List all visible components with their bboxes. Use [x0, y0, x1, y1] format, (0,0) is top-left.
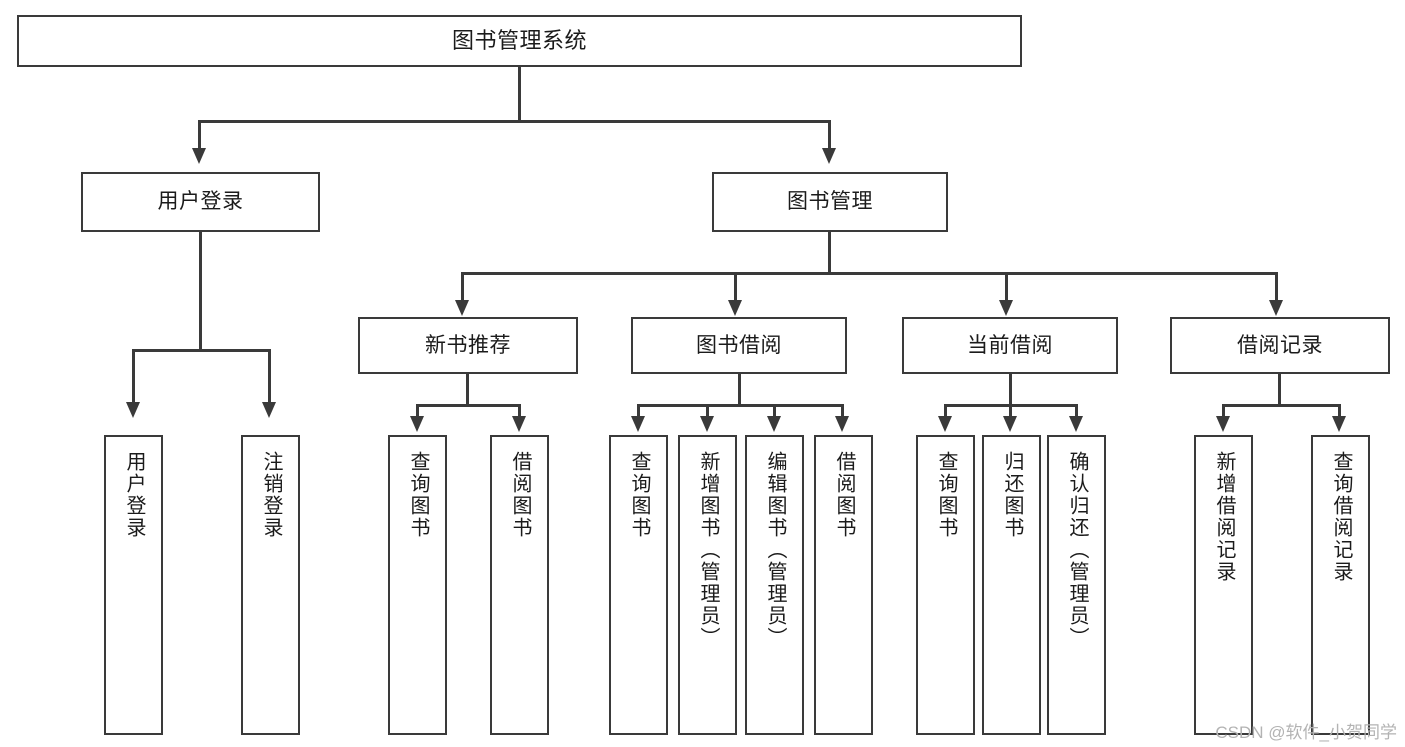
- leaf-borrow-book-new-recommend[interactable]: 借阅图书: [490, 435, 549, 735]
- node-borrow-record[interactable]: 借阅记录: [1170, 317, 1390, 374]
- arrow-to-leaf-return-book: [1003, 416, 1017, 432]
- arrow-to-leaf-query-book-cb: [938, 416, 952, 432]
- arrow-to-leaf-borrow-book-bb: [835, 416, 849, 432]
- arrow-to-current-borrow: [999, 300, 1013, 316]
- connector-book-borrow-stem: [738, 374, 741, 407]
- leaf-query-borrow-record[interactable]: 查询借阅记录: [1311, 435, 1370, 735]
- connector-book-manage-bus: [461, 272, 1278, 275]
- node-user-login[interactable]: 用户登录: [81, 172, 320, 232]
- connector-book-borrow-drop-2: [706, 404, 709, 418]
- connector-borrow-record-drop-2: [1338, 404, 1341, 418]
- connector-book-borrow-drop-4: [841, 404, 844, 418]
- connector-current-borrow-drop-3: [1075, 404, 1078, 418]
- connector-book-borrow-drop-1: [637, 404, 640, 418]
- leaf-borrow-book[interactable]: 借阅图书: [814, 435, 873, 735]
- arrow-to-leaf-edit-book: [767, 416, 781, 432]
- connector-new-book-bus: [416, 404, 521, 407]
- arrow-to-leaf-borrow-book-nb: [512, 416, 526, 432]
- connector-current-borrow-drop-1: [944, 404, 947, 418]
- node-label: 查询图书: [628, 451, 650, 539]
- leaf-query-book-borrow[interactable]: 查询图书: [609, 435, 668, 735]
- connector-borrow-record-stem: [1278, 374, 1281, 407]
- node-label: 用户登录: [157, 190, 244, 214]
- connector-book-manage-drop-3: [1005, 272, 1008, 302]
- node-label: 查询图书: [407, 451, 429, 539]
- arrow-to-leaf-query-record: [1332, 416, 1346, 432]
- connector-book-manage-drop-4: [1275, 272, 1278, 302]
- leaf-return-book[interactable]: 归还图书: [982, 435, 1041, 735]
- node-label: 借阅图书: [509, 451, 531, 539]
- connector-root-to-book-manage: [828, 120, 831, 150]
- connector-user-login-stem: [199, 232, 202, 352]
- node-label: 借阅图书: [833, 451, 855, 539]
- connector-user-login-bus: [132, 349, 270, 352]
- leaf-logout[interactable]: 注销登录: [241, 435, 300, 735]
- node-label: 确认归还（管理员）: [1066, 451, 1088, 649]
- connector-user-login-drop-2: [268, 349, 271, 404]
- arrow-to-book-borrow: [728, 300, 742, 316]
- node-label: 用户登录: [123, 451, 145, 539]
- connector-borrow-record-bus: [1222, 404, 1340, 407]
- connector-book-borrow-bus: [637, 404, 844, 407]
- node-label: 图书管理: [787, 190, 873, 214]
- arrow-root-to-user-login: [192, 148, 206, 164]
- leaf-confirm-return-admin[interactable]: 确认归还（管理员）: [1047, 435, 1106, 735]
- connector-new-book-drop-1: [416, 404, 419, 418]
- node-label: 注销登录: [260, 451, 282, 539]
- arrow-to-leaf-query-book-nb: [410, 416, 424, 432]
- node-label: 新增借阅记录: [1213, 451, 1235, 583]
- arrow-to-leaf-confirm-return: [1069, 416, 1083, 432]
- connector-root-bus: [198, 120, 831, 123]
- connector-new-book-drop-2: [518, 404, 521, 418]
- connector-new-book-stem: [466, 374, 469, 407]
- connector-root-stem: [518, 67, 521, 120]
- arrow-root-to-book-manage: [822, 148, 836, 164]
- connector-book-borrow-drop-3: [773, 404, 776, 418]
- connector-current-borrow-drop-2: [1009, 404, 1012, 418]
- arrow-to-leaf-logout: [262, 402, 276, 418]
- leaf-add-book-admin[interactable]: 新增图书（管理员）: [678, 435, 737, 735]
- leaf-query-book-current[interactable]: 查询图书: [916, 435, 975, 735]
- connector-book-manage-drop-2: [734, 272, 737, 302]
- node-label: 图书管理系统: [451, 27, 587, 53]
- node-current-borrow[interactable]: 当前借阅: [902, 317, 1118, 374]
- connector-borrow-record-drop-1: [1222, 404, 1225, 418]
- arrow-to-leaf-add-record: [1216, 416, 1230, 432]
- connector-book-manage-stem: [828, 232, 831, 275]
- node-label: 新书推荐: [425, 333, 511, 357]
- arrow-to-leaf-user-login: [126, 402, 140, 418]
- arrow-to-leaf-add-book: [700, 416, 714, 432]
- connector-current-borrow-stem: [1009, 374, 1012, 407]
- node-label: 查询借阅记录: [1330, 451, 1352, 583]
- node-root-system[interactable]: 图书管理系统: [17, 15, 1022, 67]
- arrow-to-borrow-record: [1269, 300, 1283, 316]
- leaf-user-login[interactable]: 用户登录: [104, 435, 163, 735]
- leaf-add-borrow-record[interactable]: 新增借阅记录: [1194, 435, 1253, 735]
- arrow-to-new-book-recommend: [455, 300, 469, 316]
- node-new-book-recommend[interactable]: 新书推荐: [358, 317, 578, 374]
- node-book-management[interactable]: 图书管理: [712, 172, 948, 232]
- connector-book-manage-drop-1: [461, 272, 464, 302]
- node-label: 借阅记录: [1237, 333, 1323, 357]
- connector-user-login-drop-1: [132, 349, 135, 404]
- node-label: 编辑图书（管理员）: [764, 451, 786, 649]
- arrow-to-leaf-query-book-bb: [631, 416, 645, 432]
- node-label: 查询图书: [935, 451, 957, 539]
- node-label: 当前借阅: [967, 333, 1053, 357]
- leaf-edit-book-admin[interactable]: 编辑图书（管理员）: [745, 435, 804, 735]
- node-label: 新增图书（管理员）: [697, 451, 719, 649]
- leaf-query-book-new-recommend[interactable]: 查询图书: [388, 435, 447, 735]
- node-label: 归还图书: [1001, 451, 1023, 539]
- node-label: 图书借阅: [696, 333, 782, 357]
- node-book-borrow[interactable]: 图书借阅: [631, 317, 847, 374]
- connector-root-to-user-login: [198, 120, 201, 150]
